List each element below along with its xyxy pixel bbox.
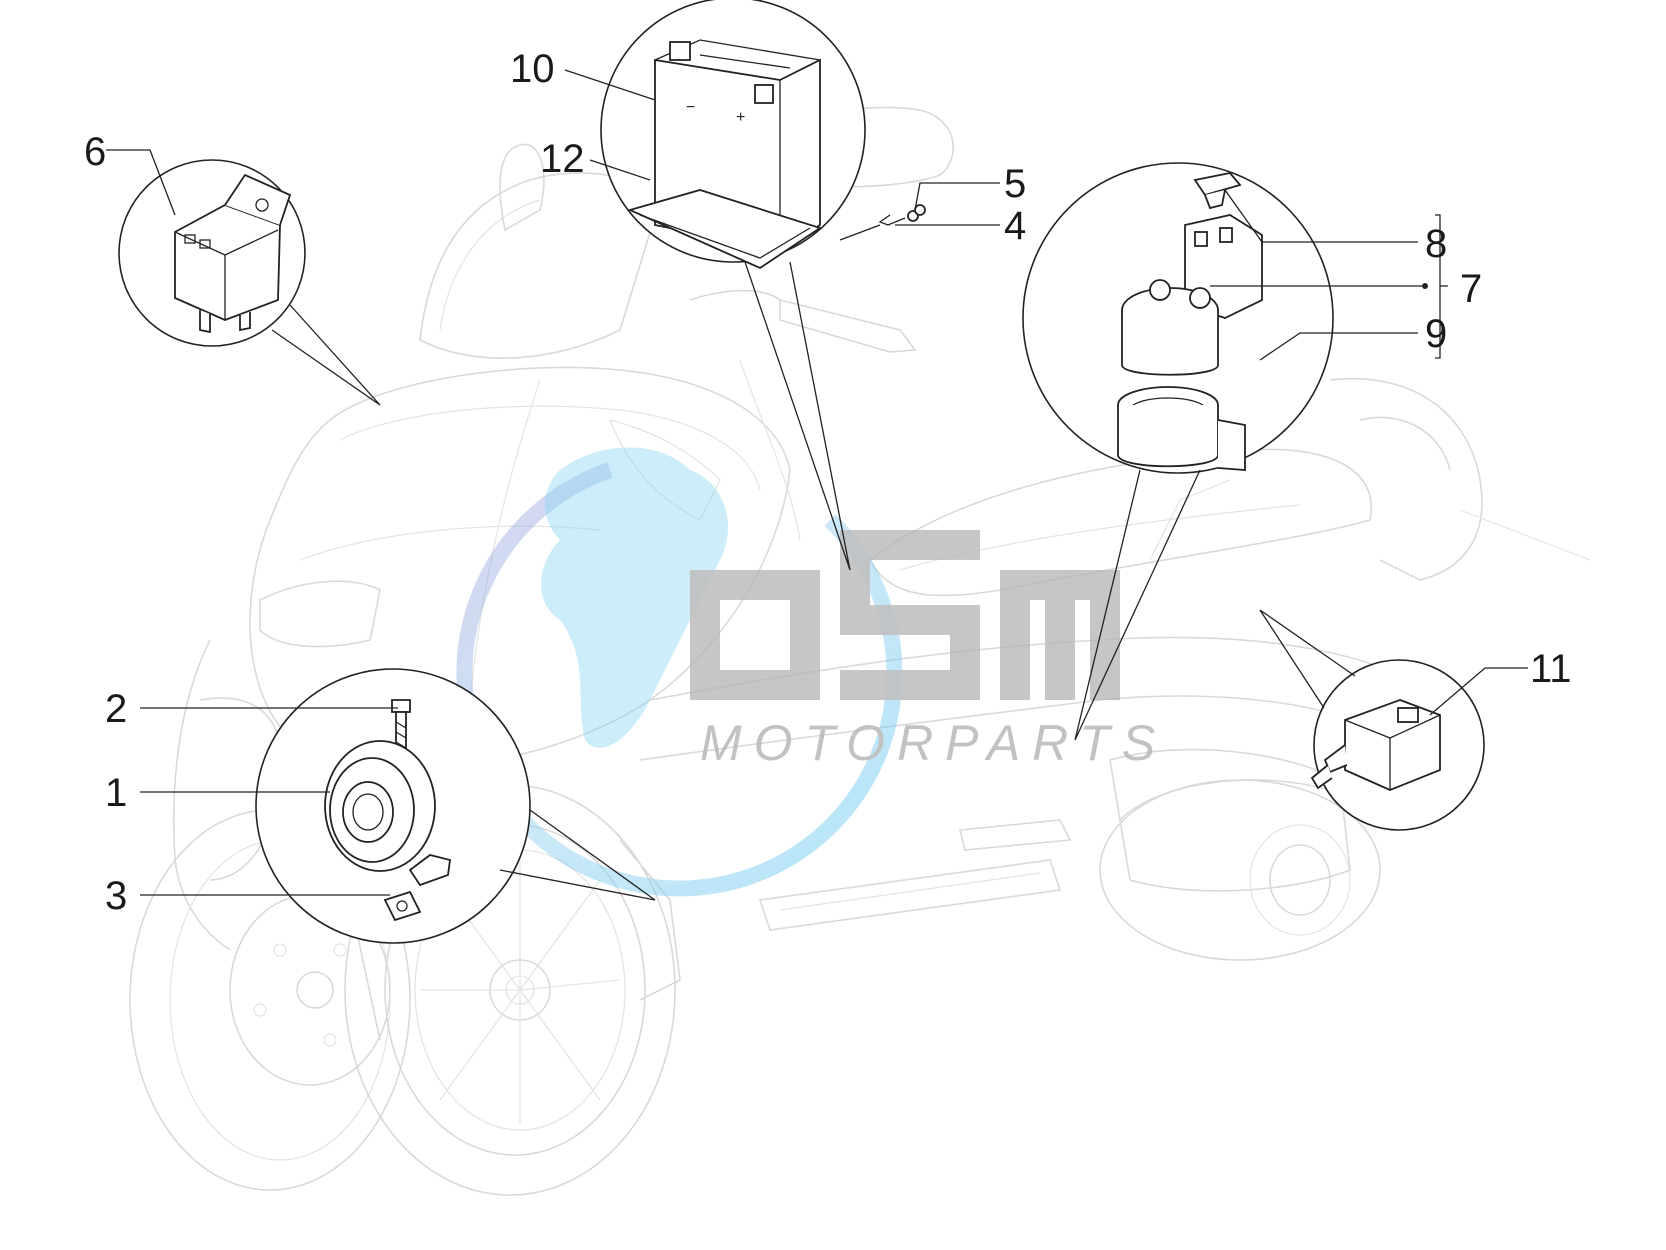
globe-continents [541,447,729,748]
callout-12: 12 [540,137,585,181]
callout-7: 7 [1460,267,1482,311]
callout-8: 8 [1425,222,1447,266]
callout-9: 9 [1425,312,1447,356]
battery-detail-bubble: − + [600,0,866,571]
clip-nut-part [383,890,422,922]
callout-6: 6 [84,130,106,174]
switch-detail-bubble [1259,609,1485,831]
callout-labels: 6 10 12 5 4 8 7 9 11 2 1 3 [84,47,1572,918]
svg-text:−: − [686,99,695,116]
fuse-part [1193,172,1242,210]
relay-part [174,173,292,334]
callout-10: 10 [510,47,555,91]
bolt-part [391,699,411,773]
callout-4: 4 [1004,204,1026,248]
horn-detail-bubble [255,668,656,944]
screw-washer-parts [839,204,926,241]
callout-5: 5 [1004,162,1026,206]
rubber-holder-part [1117,386,1246,471]
starter-relay-part [1121,214,1263,376]
scooter-outline [129,106,1591,1196]
watermark-subtitle: MOTORPARTS [700,715,1167,771]
callout-11: 11 [1530,647,1572,691]
relay-detail-bubble [118,159,381,406]
switch-part [1310,699,1441,791]
battery-pad-part [627,189,823,270]
callout-1: 1 [105,771,127,815]
callout-3: 3 [105,874,127,918]
svg-text:+: + [736,109,745,126]
osm-letters [690,530,1120,700]
horn-part [324,740,451,887]
callout-2: 2 [105,687,127,731]
callout-leaders [106,69,1528,896]
starter-relay-detail-bubble [1022,162,1334,741]
